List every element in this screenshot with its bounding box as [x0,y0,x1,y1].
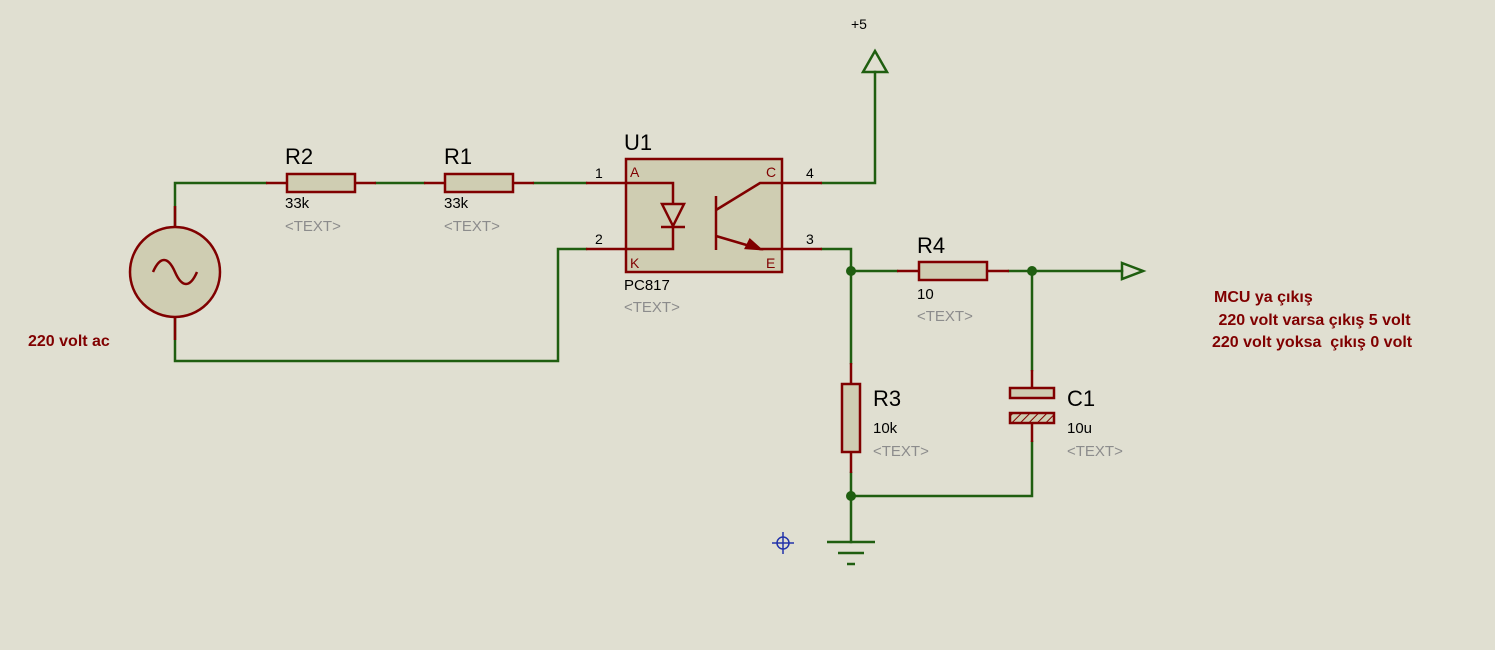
r2-ref-label: R2 [285,144,313,169]
ground-symbol[interactable] [827,540,875,566]
wire-source-bottom-to-pin2[interactable] [173,247,588,363]
output-arrow-icon [1120,261,1147,281]
vcc-label: +5 [851,16,867,32]
junction-dot-emitter [846,266,856,276]
note-line-3: 220 volt yoksa çıkış 0 volt [1212,334,1413,351]
r1-text-placeholder: <TEXT> [444,218,500,235]
u1-pin2-number: 2 [595,231,603,247]
r2-text-placeholder: <TEXT> [285,218,341,235]
u1-pin-label-c: C [766,164,776,180]
resistor-r4[interactable] [897,260,1009,282]
junction-dot-output [1027,266,1037,276]
u1-pin-label-a: A [630,164,640,180]
wires [173,70,1124,544]
wire-c1-to-ground[interactable] [849,440,1034,498]
u1-pin-label-k: K [630,255,640,271]
vcc-power-terminal[interactable] [860,48,890,74]
output-terminal[interactable] [1120,261,1147,281]
ac-source[interactable] [128,206,222,340]
r1-ref-label: R1 [444,144,472,169]
r4-value-label: 10 [917,286,934,303]
r1-body [443,172,515,194]
r2-body [285,172,357,194]
r1-value-label: 33k [444,195,469,212]
r4-body [917,260,989,282]
capacitor-c1[interactable] [1008,370,1056,442]
wire-source-top-to-r2[interactable] [173,181,268,230]
ac-source-label: 220 volt ac [28,333,110,350]
r3-ref-label: R3 [873,386,901,411]
u1-pin-label-e: E [766,255,775,271]
vcc-arrow-icon [860,48,890,74]
note-line-2: 220 volt varsa çıkış 5 volt [1214,312,1411,329]
c1-value-label: 10u [1067,420,1092,437]
led-diode-icon [626,181,687,251]
optocoupler-u1[interactable] [586,157,822,274]
phototransistor-icon [714,181,782,251]
wire-pin4-to-vcc[interactable] [820,70,877,185]
r3-value-label: 10k [873,420,898,437]
resistor-r2[interactable] [266,172,376,194]
u1-body [624,157,784,274]
c1-ref-label: C1 [1067,386,1095,411]
c1-text-placeholder: <TEXT> [1067,443,1123,460]
u1-pin3-number: 3 [806,231,814,247]
r2-value-label: 33k [285,195,310,212]
r3-text-placeholder: <TEXT> [873,443,929,460]
u1-value-label: PC817 [624,277,670,294]
wire-pin3-to-node[interactable] [820,247,853,273]
note-line-1: MCU ya çıkış [1214,289,1313,306]
sine-wave-icon [151,258,199,286]
c1-plate-bottom [1008,411,1056,425]
c1-plate-top [1008,386,1056,400]
u1-pin4-number: 4 [806,165,814,181]
junction-dot-ground [846,491,856,501]
r4-ref-label: R4 [917,233,945,258]
u1-pin1-number: 1 [595,165,603,181]
resistor-r3[interactable] [840,363,862,473]
origin-crosshair-icon [772,532,794,554]
r4-text-placeholder: <TEXT> [917,308,973,325]
u1-ref-label: U1 [624,130,652,155]
u1-text-placeholder: <TEXT> [624,299,680,316]
r3-body [840,382,862,454]
resistor-r1[interactable] [424,172,534,194]
